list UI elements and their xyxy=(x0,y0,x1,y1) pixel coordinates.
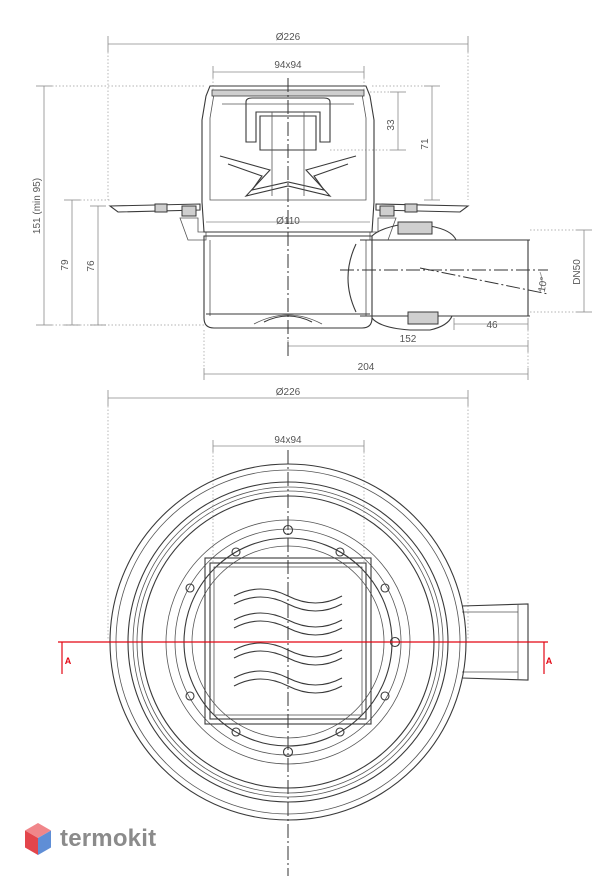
dim-33: 33 xyxy=(330,91,406,151)
dim-79: 79 xyxy=(60,199,110,326)
dim-76-label: 76 xyxy=(86,260,97,272)
screw-hole xyxy=(185,583,195,593)
top-view: Ø226 94x94 xyxy=(58,387,553,876)
dim-79-label: 79 xyxy=(60,259,71,271)
dim-overall-width-side: Ø226 xyxy=(107,32,469,200)
section-line: A A xyxy=(58,641,553,674)
dim-71-label: 71 xyxy=(420,138,431,150)
dim-overall-width-label: Ø226 xyxy=(276,32,301,43)
dim-204: 204 xyxy=(203,330,529,380)
side-view: Ø226 94x94 33 71 xyxy=(32,32,592,380)
dim-overall-width-top: Ø226 xyxy=(107,387,469,640)
dim-46: 46 xyxy=(453,318,529,331)
brand-logo: termokit xyxy=(24,822,156,856)
dim-height-label: 151 (min 95) xyxy=(32,178,43,234)
screw-hole xyxy=(335,727,345,737)
dim-grate-top: 94x94 xyxy=(212,435,365,562)
dim-33-label: 33 xyxy=(386,119,397,131)
dim-grate-label: 94x94 xyxy=(274,60,302,71)
dim-overall-width-top-label: Ø226 xyxy=(276,387,301,398)
screw-hole xyxy=(231,547,241,557)
outlet-pipe: 10° xyxy=(340,221,550,331)
screw-hole xyxy=(231,727,241,737)
screw-hole xyxy=(185,691,195,701)
dim-152-label: 152 xyxy=(400,334,417,345)
dim-outlet: DN50 xyxy=(530,229,592,313)
dim-152: 152 xyxy=(287,330,529,352)
screw-hole xyxy=(380,691,390,701)
dim-outlet-label: DN50 xyxy=(572,259,583,285)
screw-hole xyxy=(380,583,390,593)
dim-slope-label: 10° xyxy=(537,276,550,293)
screw-hole xyxy=(335,547,345,557)
logo-text: termokit xyxy=(60,825,157,852)
dim-grate-side: 94x94 xyxy=(212,60,365,90)
dim-76: 76 xyxy=(86,205,106,326)
dim-71: 71 xyxy=(372,85,440,201)
dim-46-label: 46 xyxy=(486,320,498,331)
dim-grate-top-label: 94x94 xyxy=(274,435,302,446)
logo-hexagon-icon xyxy=(25,823,51,855)
dim-204-label: 204 xyxy=(358,362,375,373)
section-label-left: A xyxy=(65,656,72,666)
section-label-right: A xyxy=(546,656,553,666)
